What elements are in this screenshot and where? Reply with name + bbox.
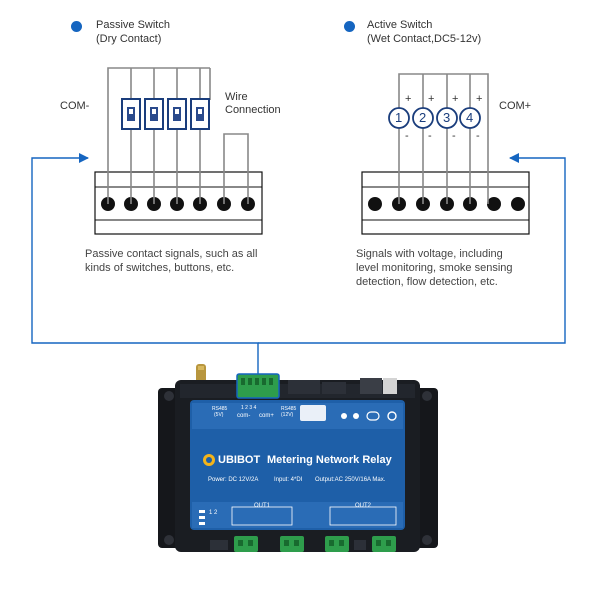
passive-wires bbox=[107, 67, 249, 204]
device-title: Metering Network Relay bbox=[267, 454, 392, 466]
device-terminal-nums: 1 2 3 4 bbox=[241, 405, 257, 411]
minus-sign-2: - bbox=[428, 130, 432, 142]
relay-device bbox=[158, 364, 438, 552]
minus-sign-3: - bbox=[452, 130, 456, 142]
device-power: Power: DC 12V/2A bbox=[208, 477, 259, 483]
plus-sign-2: + bbox=[428, 93, 435, 105]
device-brand: UBIBOT bbox=[218, 454, 261, 466]
passive-terminal-block bbox=[94, 171, 263, 235]
minus-sign-1: - bbox=[405, 130, 409, 142]
passive-desc-line1: Passive contact signals, such as all bbox=[85, 248, 258, 260]
channel-label-4: 4 bbox=[466, 110, 474, 125]
channel-label-1: 1 bbox=[395, 110, 403, 125]
active-desc-line2: level monitoring, smoke sensing bbox=[356, 262, 513, 274]
plus-sign-3: + bbox=[452, 93, 459, 105]
plus-sign-1: + bbox=[405, 93, 412, 105]
active-bullet-icon bbox=[344, 21, 355, 32]
channel-label-2: 2 bbox=[419, 110, 427, 125]
active-wires bbox=[398, 73, 489, 204]
channel-label-3: 3 bbox=[443, 110, 451, 125]
active-title: Active Switch bbox=[367, 19, 433, 31]
passive-bullet-icon bbox=[71, 21, 82, 32]
passive-com-label: COM- bbox=[60, 100, 90, 112]
device-rs485-b-sub: (12V) bbox=[281, 412, 294, 418]
device-input: Input: 4*DI bbox=[274, 477, 303, 483]
passive-description: Passive contact signals, such as all kin… bbox=[85, 247, 257, 275]
passive-subtitle: (Dry Contact) bbox=[96, 33, 162, 45]
device-rs485-a: RS485 bbox=[212, 406, 228, 412]
passive-title: Passive Switch bbox=[96, 19, 170, 31]
plus-sign-4: + bbox=[476, 93, 483, 105]
active-desc-line1: Signals with voltage, including bbox=[356, 248, 503, 260]
passive-switch-icons bbox=[121, 98, 210, 130]
device-com-plus: com+ bbox=[259, 413, 274, 419]
device-rs485-a-sub: (5V) bbox=[214, 412, 224, 418]
device-com-minus: com- bbox=[237, 413, 251, 419]
minus-sign-4: - bbox=[476, 130, 480, 142]
active-desc-line3: detection, flow detection, etc. bbox=[356, 276, 498, 288]
device-output: Output:AC 250V/16A Max. bbox=[315, 477, 386, 483]
device-side-nums: 1 2 bbox=[209, 510, 218, 516]
device-out2: OUT2 bbox=[355, 503, 372, 509]
passive-desc-line2: kinds of switches, buttons, etc. bbox=[85, 262, 235, 274]
wire-label-line1: Wire bbox=[225, 91, 248, 103]
active-description: Signals with voltage, including level mo… bbox=[356, 247, 513, 289]
device-out1: OUT1 bbox=[254, 503, 271, 509]
device-rs485-b: RS485 bbox=[281, 406, 297, 412]
active-terminal-block bbox=[361, 171, 530, 235]
wire-label-line2: Connection bbox=[225, 104, 281, 116]
active-com-label: COM+ bbox=[499, 100, 532, 112]
active-subtitle: (Wet Contact,DC5-12v) bbox=[367, 33, 482, 45]
active-channel-circles bbox=[388, 107, 481, 129]
signal-lines bbox=[31, 153, 566, 374]
